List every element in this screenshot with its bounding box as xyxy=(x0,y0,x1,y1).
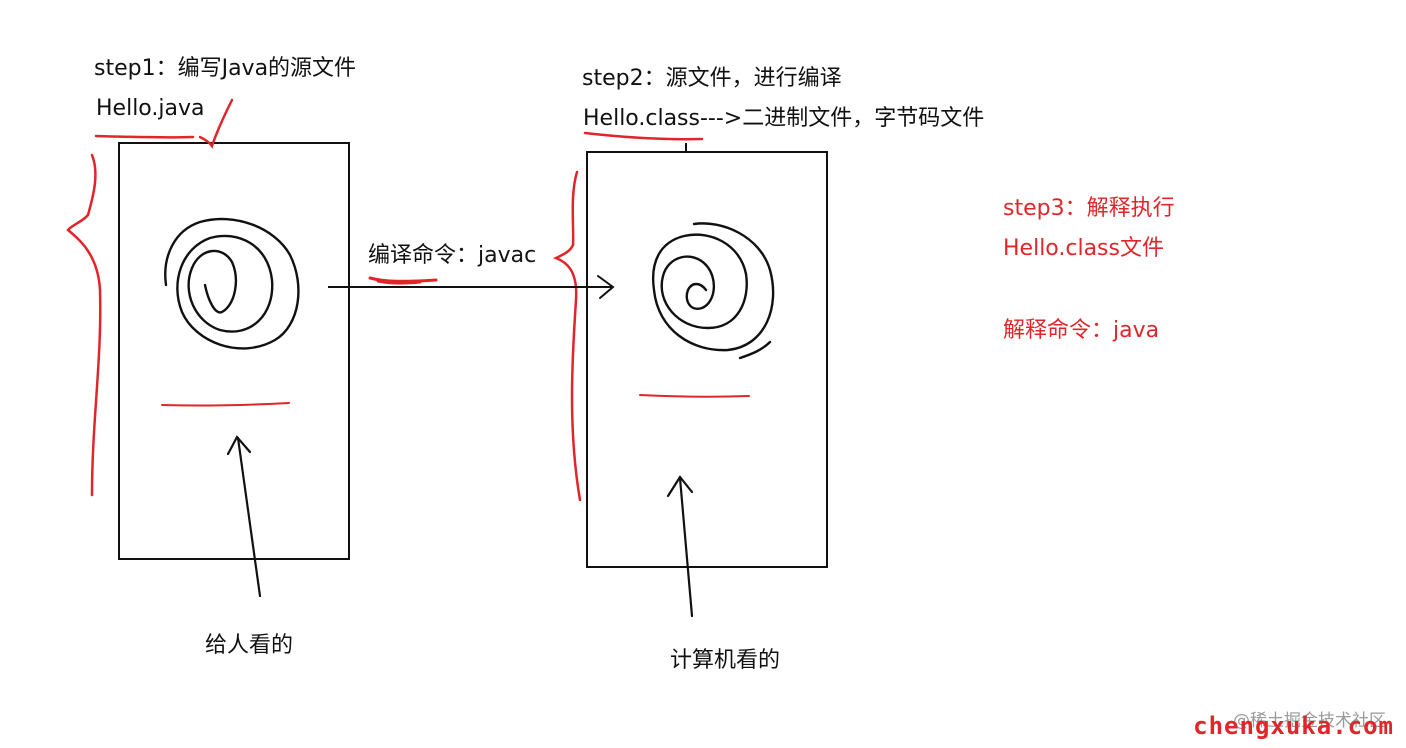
hello-java-underline xyxy=(94,134,195,139)
computer-label: 计算机看的 xyxy=(670,648,781,673)
source-box-underline xyxy=(161,402,290,407)
hello-class-underline xyxy=(583,131,704,141)
bytecode-scribble-icon xyxy=(651,222,775,352)
source-file-box xyxy=(118,142,350,560)
arrow-up-icon-2 xyxy=(666,475,694,618)
class-file-box xyxy=(586,151,828,568)
hello-java-tick xyxy=(198,98,234,149)
site-watermark: chengxuka.com xyxy=(1193,712,1394,740)
human-label: 给人看的 xyxy=(205,633,294,658)
step1-title: step1：编写Java的源文件 xyxy=(94,56,357,81)
compile-cmd-underline xyxy=(368,276,438,283)
class-brace xyxy=(552,170,582,502)
step1-file: Hello.java xyxy=(96,96,205,121)
class-box-underline xyxy=(639,394,750,398)
step3-title: step3：解释执行 xyxy=(1003,196,1175,221)
arrow-up-icon xyxy=(226,435,262,598)
compile-cmd-underline-2 xyxy=(376,279,422,285)
step3-file: Hello.class文件 xyxy=(1003,236,1164,261)
step2-title: step2：源文件，进行编译 xyxy=(582,66,842,91)
source-scribble-icon xyxy=(164,217,300,350)
community-watermark: @稀土掘金技术社区 xyxy=(1233,711,1386,731)
compile-command: 编译命令：javac xyxy=(368,243,537,268)
source-brace xyxy=(66,153,102,497)
step2-desc: --->二进制文件，字节码文件 xyxy=(699,106,985,131)
step2-file-line: Hello.class--->二进制文件，字节码文件 xyxy=(583,108,984,130)
step3-command: 解释命令：java xyxy=(1003,318,1160,343)
step2-file: Hello.class xyxy=(583,106,700,131)
arrow-right-icon xyxy=(328,275,615,299)
